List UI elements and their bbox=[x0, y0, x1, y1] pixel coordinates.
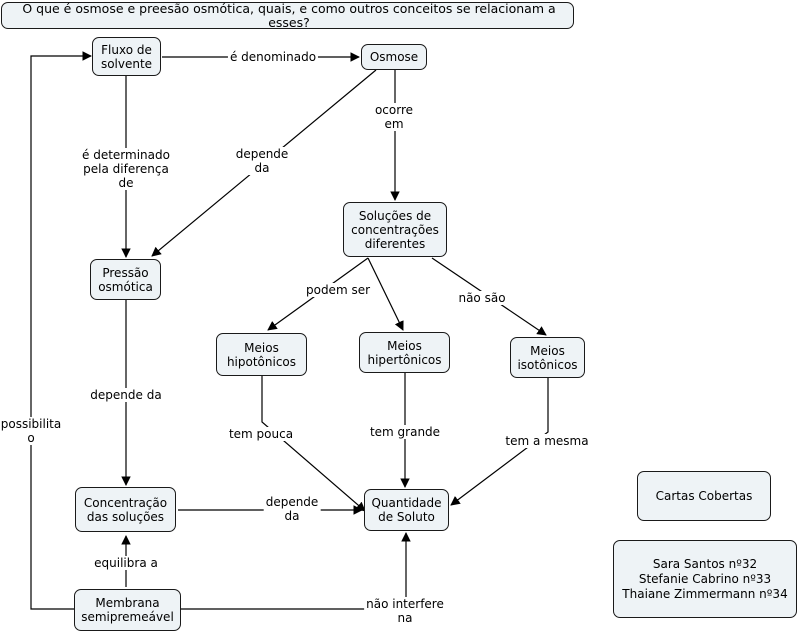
node-cartas-cobertas[interactable]: Cartas Cobertas bbox=[637, 471, 771, 521]
node-concentracao-das-solucoes[interactable]: Concentração das soluções bbox=[75, 487, 176, 532]
node-osmose[interactable]: Osmose bbox=[361, 44, 427, 70]
label-e-determinado: é determinado pela diferença de bbox=[80, 148, 172, 190]
link-iso-quantidade bbox=[450, 378, 549, 506]
label-tem-grande: tem grande bbox=[367, 425, 443, 439]
node-quantidade-de-soluto[interactable]: Quantidade de Soluto bbox=[364, 489, 449, 531]
label-tem-pouca: tem pouca bbox=[226, 427, 296, 441]
label-nao-interfere-na: não interfere na bbox=[364, 597, 446, 625]
question-title: O que é osmose e preesão osmótica, quais… bbox=[1, 1, 574, 29]
link-solucoes-hiper bbox=[367, 257, 404, 331]
node-meios-hipertonicos[interactable]: Meios hipertônicos bbox=[359, 332, 450, 373]
label-podem-ser: podem ser bbox=[303, 283, 373, 297]
node-meios-isotonicos[interactable]: Meios isotônicos bbox=[510, 337, 585, 378]
node-membrana-semipremeavel[interactable]: Membrana semipremeável bbox=[74, 589, 181, 631]
node-autores: Sara Santos nº32 Stefanie Cabrino nº33 T… bbox=[613, 540, 797, 618]
node-fluxo-de-solvente[interactable]: Fluxo de solvente bbox=[92, 37, 161, 76]
label-depende-da-pressao: depende da bbox=[88, 388, 164, 402]
label-tem-a-mesma: tem a mesma bbox=[503, 434, 591, 448]
link-hipo-quantidade bbox=[261, 376, 366, 512]
link-membrana-fluxo bbox=[30, 51, 92, 610]
label-equilibra-a: equilibra a bbox=[92, 556, 160, 570]
label-depende-da-osmose: depende da bbox=[233, 147, 291, 175]
label-e-denominado: é denominado bbox=[227, 50, 319, 64]
label-nao-sao: não são bbox=[456, 291, 508, 305]
node-pressao-osmotica[interactable]: Pressão osmótica bbox=[90, 259, 161, 300]
label-depende-da-concentracao: depende da bbox=[263, 495, 321, 523]
node-solucoes-concentracoes-diferentes[interactable]: Soluções de concentrações diferentes bbox=[343, 202, 447, 257]
label-ocorre-em: ocorre em bbox=[372, 103, 416, 131]
label-possibilita-o: possibilita o bbox=[0, 417, 64, 445]
node-meios-hipotonicos[interactable]: Meios hipotônicos bbox=[216, 333, 307, 376]
